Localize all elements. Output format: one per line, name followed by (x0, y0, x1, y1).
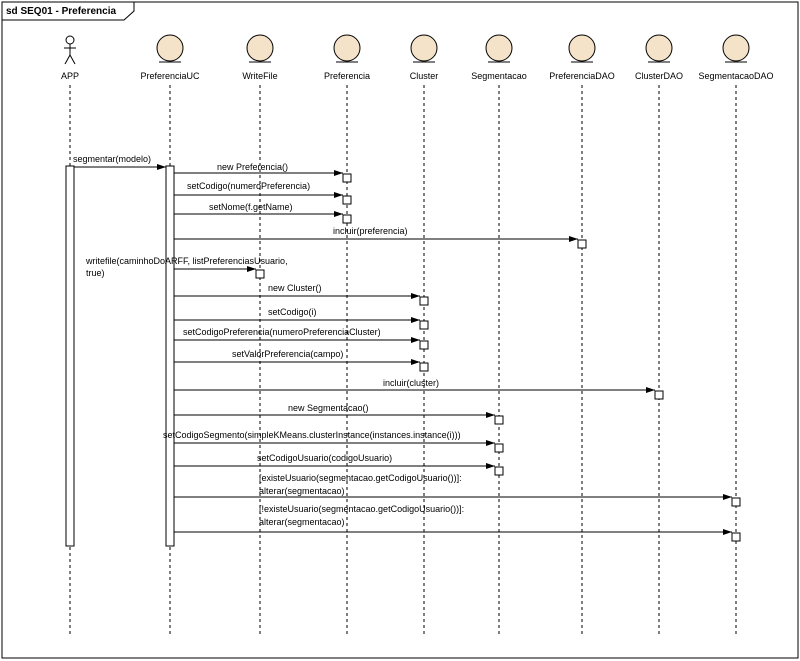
entity-icon (246, 34, 274, 63)
entity-icon (333, 34, 361, 63)
frame-title: sd SEQ01 - Preferencia (6, 6, 116, 17)
message-13: setCodigoSegmento(simpleKMeans.clusterIn… (163, 430, 504, 453)
message-label: alterar(segmentacao) (259, 517, 345, 527)
entity-icon (410, 34, 438, 63)
message-11: incluir(cluster) (174, 378, 664, 400)
execution-box (342, 195, 352, 205)
arrow-head-icon (411, 337, 420, 343)
message-label: setCodigoPreferencia(numeroPreferenciaCl… (183, 327, 381, 337)
message-label: alterar(segmentacao) (259, 486, 345, 496)
lifeline-pref: Preferencia (324, 34, 370, 81)
lifeline-wf: WriteFile (242, 34, 278, 81)
execution-box (731, 532, 741, 542)
message-label: setValorPreferencia(campo) (232, 349, 343, 359)
frame-tab (2, 2, 135, 21)
message-label: incluir(cluster) (383, 378, 439, 388)
lifeline-label: PreferenciaDAO (549, 71, 615, 81)
entity-icon (485, 34, 513, 63)
entity-icon (156, 34, 184, 63)
message-label: setCodigo(numeroPreferencia) (187, 181, 310, 191)
message-label: new Preferencia() (217, 162, 288, 172)
message-9: setCodigoPreferencia(numeroPreferenciaCl… (174, 327, 429, 350)
message-12: new Segmentacao() (174, 403, 504, 425)
lifeline-label: WriteFile (242, 71, 277, 81)
lifeline-label: APP (61, 71, 79, 81)
arrow-head-icon (486, 463, 495, 469)
lifeline-label: SegmentacaoDAO (698, 71, 773, 81)
execution-box (419, 320, 429, 330)
arrow-head-icon (411, 359, 420, 365)
execution-box (577, 239, 587, 249)
message-label: segmentar(modelo) (73, 154, 151, 164)
activation-bar-app (65, 165, 75, 547)
message-label: setNome(f.getName) (209, 202, 293, 212)
execution-box (419, 362, 429, 372)
arrow-head-icon (334, 192, 343, 198)
activation-bar-preferenciauc (165, 165, 175, 547)
message-10: setValorPreferencia(campo) (174, 349, 429, 372)
message-15: [existeUsuario(segmentacao.getCodigoUsua… (174, 473, 741, 507)
lifeline-segdao: SegmentacaoDAO (698, 34, 774, 81)
lifeline-label: Preferencia (324, 71, 370, 81)
arrow-head-icon (411, 293, 420, 299)
arrow-head-icon (646, 387, 655, 393)
lifeline-label: PreferenciaUC (140, 71, 200, 81)
execution-box (731, 497, 741, 507)
lifeline-prefdao: PreferenciaDAO (549, 34, 615, 81)
execution-box (342, 214, 352, 224)
entity-icon (568, 34, 596, 63)
arrow-head-icon (569, 236, 578, 242)
execution-box (494, 443, 504, 453)
message-4: setNome(f.getName) (174, 202, 352, 224)
lifeline-label: Segmentacao (471, 71, 527, 81)
lifeline-clusterdao: ClusterDAO (635, 34, 683, 81)
message-label: setCodigoSegmento(simpleKMeans.clusterIn… (163, 430, 461, 440)
lifeline-cluster: Cluster (410, 34, 439, 81)
message-1: segmentar(modelo) (73, 154, 166, 170)
lifeline-label: Cluster (410, 71, 439, 81)
arrow-head-icon (723, 529, 732, 535)
message-6: writefile(caminhoDoARFF, listPreferencia… (85, 256, 288, 279)
execution-box (654, 390, 664, 400)
message-label: new Cluster() (268, 283, 322, 293)
message-label: incluir(preferencia) (333, 226, 408, 236)
execution-box (494, 466, 504, 476)
message-label: new Segmentacao() (288, 403, 369, 413)
arrow-head-icon (334, 211, 343, 217)
message-5: incluir(preferencia) (174, 226, 587, 249)
arrow-head-icon (486, 440, 495, 446)
arrow-head-icon (334, 170, 343, 176)
execution-box (494, 415, 504, 425)
execution-box (419, 296, 429, 306)
message-14: setCodigoUsuario(codigoUsuario) (174, 453, 504, 476)
arrow-head-icon (723, 494, 732, 500)
message-8: setCodigo(i) (174, 307, 429, 330)
message-label: setCodigoUsuario(codigoUsuario) (257, 453, 392, 463)
message-label: writefile(caminhoDoARFF, listPreferencia… (85, 256, 288, 266)
message-label: [!existeUsuario(segmentacao.getCodigoUsu… (259, 504, 464, 514)
message-label: true) (86, 268, 105, 278)
message-label: setCodigo(i) (268, 307, 317, 317)
entity-icon (722, 34, 750, 63)
actor-icon (64, 35, 76, 65)
lifeline-app: APP (61, 35, 79, 81)
arrow-head-icon (247, 266, 256, 272)
execution-box (419, 340, 429, 350)
entity-icon (645, 34, 673, 63)
message-2: new Preferencia() (174, 162, 352, 183)
execution-box (255, 269, 265, 279)
lifeline-uc: PreferenciaUC (140, 34, 200, 81)
message-7: new Cluster() (174, 283, 429, 306)
arrow-head-icon (411, 317, 420, 323)
lifeline-label: ClusterDAO (635, 71, 683, 81)
arrow-head-icon (157, 164, 166, 170)
message-3: setCodigo(numeroPreferencia) (174, 181, 352, 205)
message-label: [existeUsuario(segmentacao.getCodigoUsua… (259, 473, 462, 483)
arrow-head-icon (486, 412, 495, 418)
message-16: [!existeUsuario(segmentacao.getCodigoUsu… (174, 504, 741, 542)
execution-box (342, 173, 352, 183)
lifeline-seg: Segmentacao (471, 34, 527, 81)
